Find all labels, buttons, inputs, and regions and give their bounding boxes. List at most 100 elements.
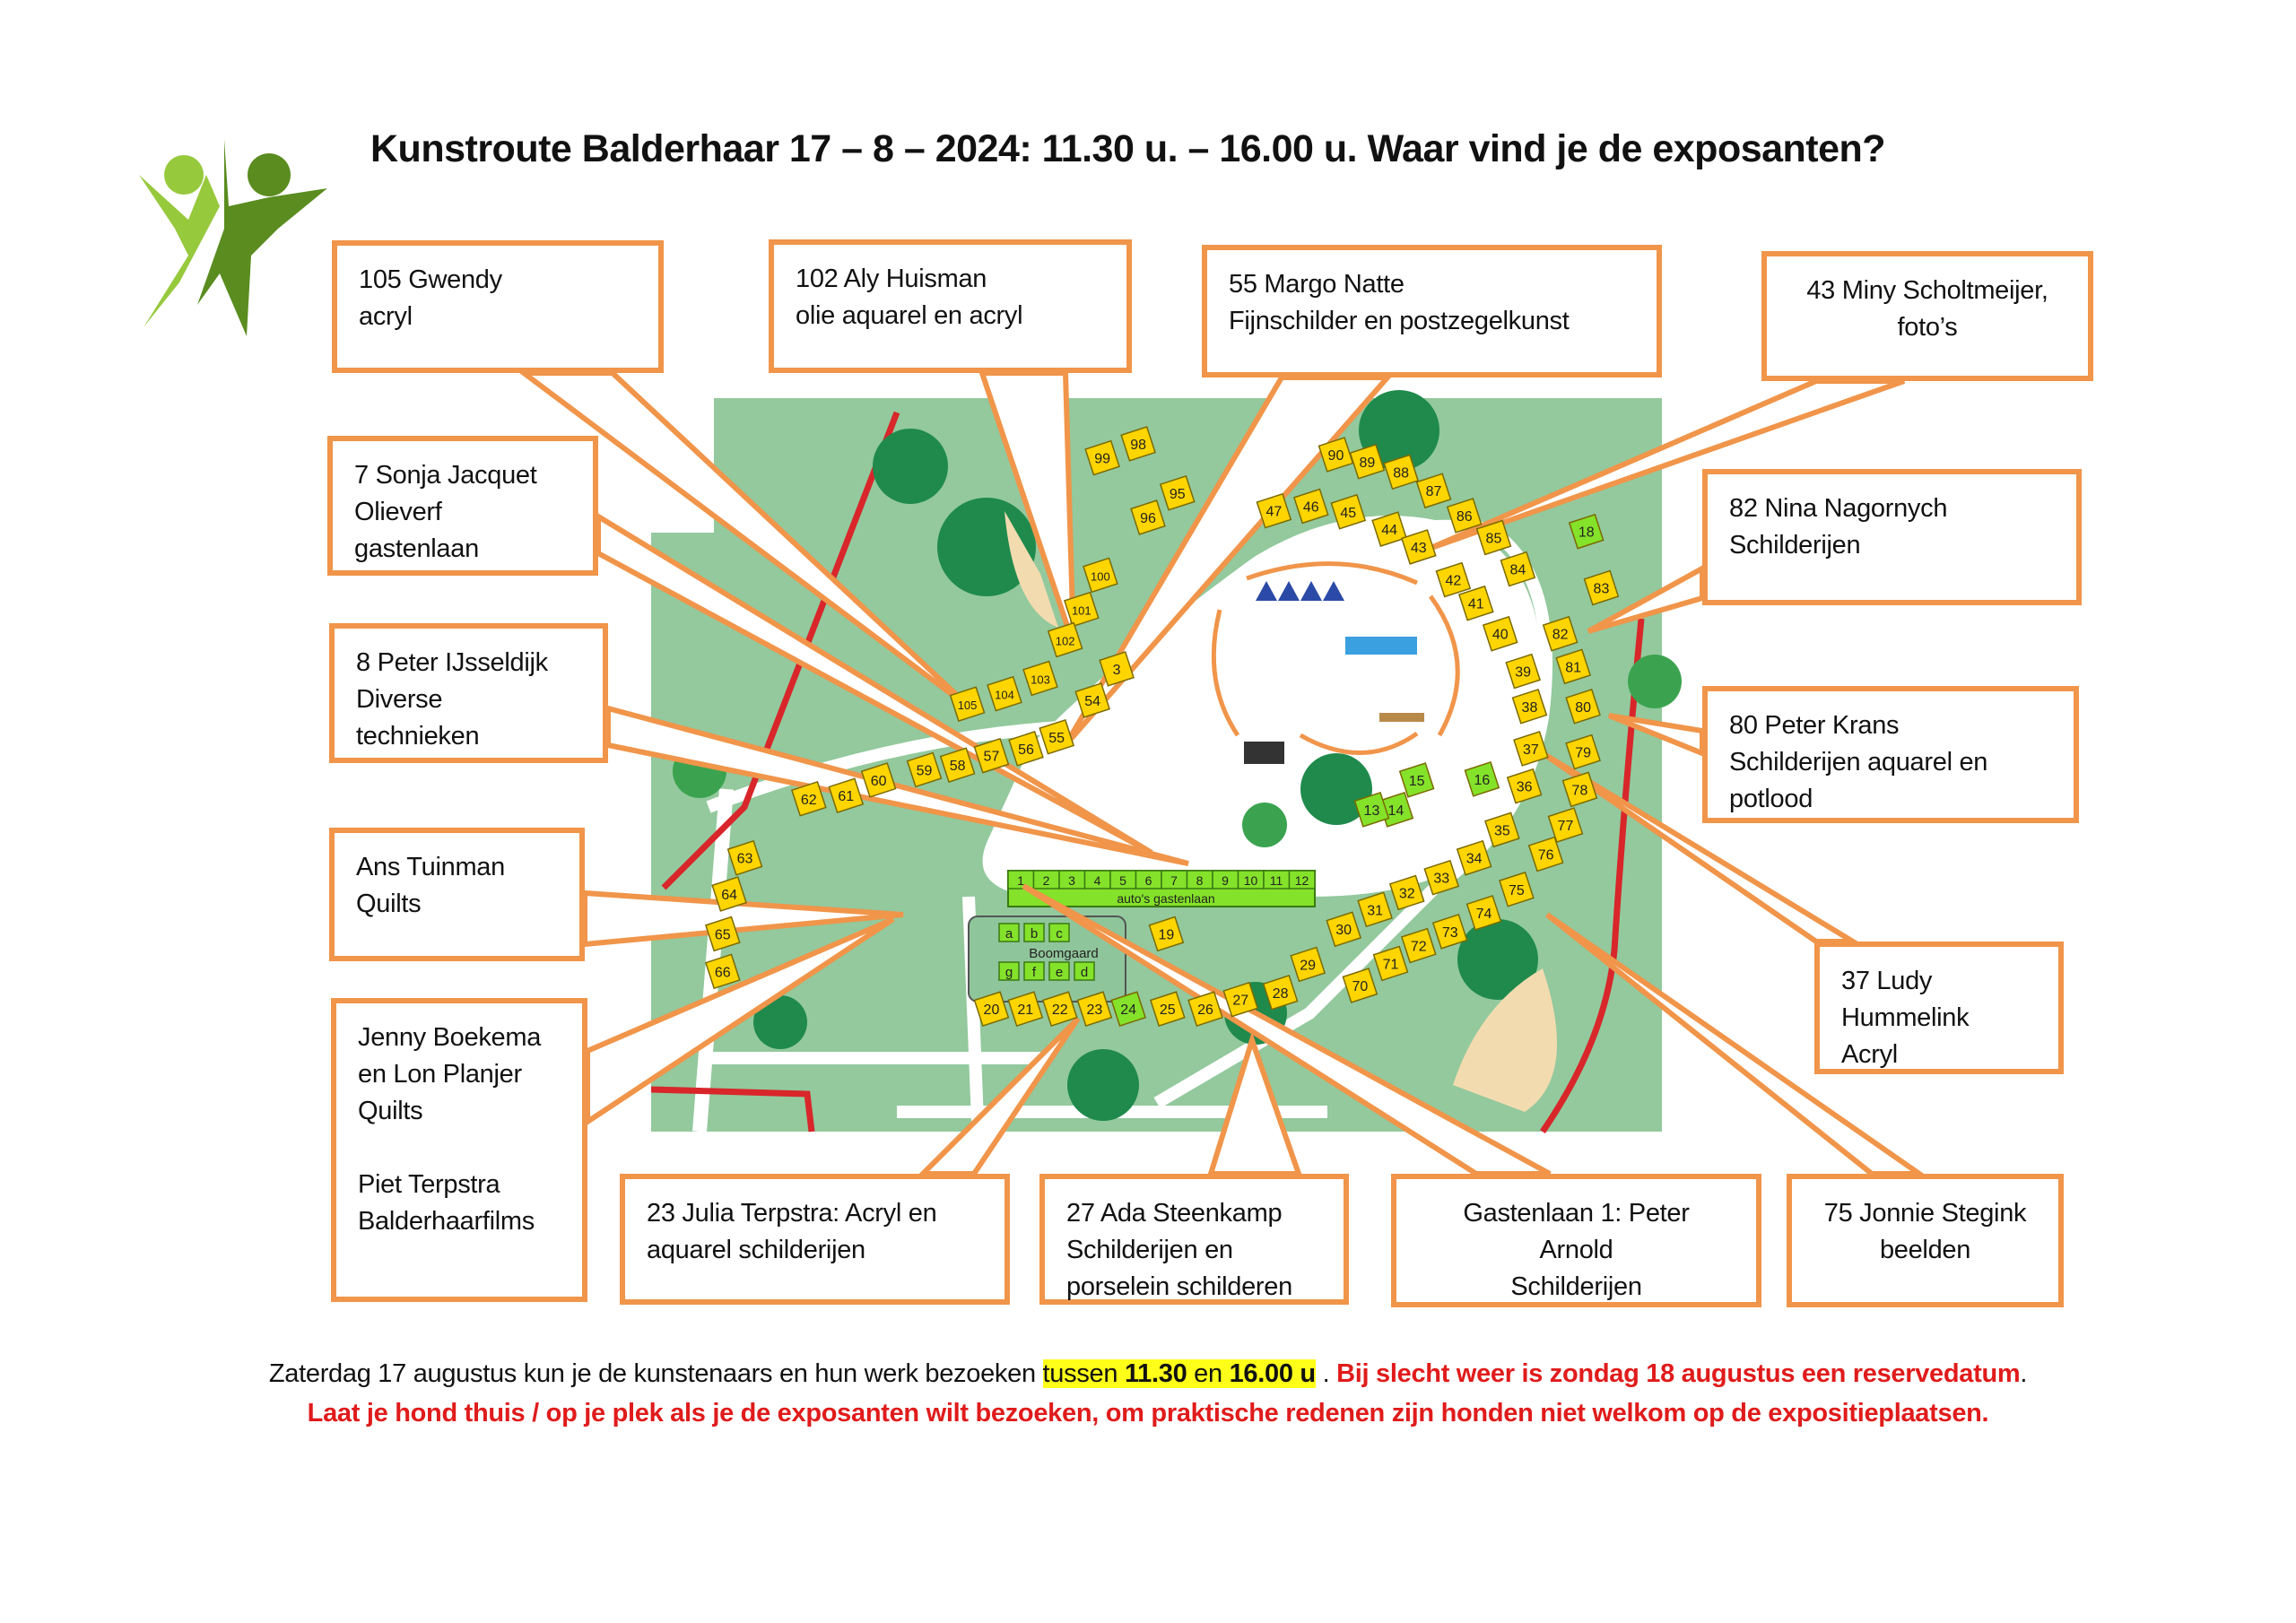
plot-81: 81 <box>1555 648 1592 685</box>
callout-line: olie aquarel en acryl <box>796 301 1023 330</box>
plot-65: 65 <box>704 916 741 952</box>
boomgaard-label: Boomgaard <box>1029 946 1099 961</box>
plot-number: 101 <box>1072 604 1091 618</box>
plot-32: 32 <box>1388 874 1425 911</box>
boomgaard-plot-g: g <box>998 961 1020 981</box>
callout-line: 55 Margo Natte <box>1229 270 1405 299</box>
plot-89: 89 <box>1349 443 1386 480</box>
callout-pointer-miny <box>1427 378 1905 551</box>
plot-number: 36 <box>1517 780 1533 795</box>
time-text: tussen <box>1042 1359 1125 1388</box>
plot-number: 19 <box>1158 927 1174 942</box>
plot-22: 22 <box>1041 991 1078 1027</box>
plot-number: 14 <box>1387 803 1404 819</box>
plot-number: 10 <box>1244 873 1258 888</box>
plot-98: 98 <box>1120 426 1156 462</box>
plot-number: 90 <box>1328 448 1344 464</box>
plot-40: 40 <box>1482 615 1518 652</box>
callout-line: technieken <box>356 722 480 751</box>
plot-number: 103 <box>1031 673 1050 686</box>
plot-18: 18 <box>1568 513 1605 550</box>
plot-95: 95 <box>1159 474 1196 511</box>
plot-number: 39 <box>1515 665 1531 681</box>
plot-number: 86 <box>1457 509 1473 525</box>
callout-pointer-gwendy <box>516 370 977 714</box>
plot-66: 66 <box>704 953 741 990</box>
plot-number: 75 <box>1509 883 1525 898</box>
callout-line: acryl <box>359 302 413 331</box>
plot-number: 16 <box>1474 773 1490 788</box>
callout-line: Schilderijen aquarel en <box>1729 748 1988 777</box>
plot-73: 73 <box>1431 914 1468 950</box>
callout-line: 27 Ada Steenkamp <box>1066 1199 1283 1228</box>
plot-letter: e <box>1056 965 1063 980</box>
callout-line: Schilderijen <box>1510 1272 1642 1301</box>
plot-26: 26 <box>1187 991 1223 1027</box>
callout-line: Balderhaarfilms <box>358 1207 535 1236</box>
plot-number: 23 <box>1086 1002 1102 1018</box>
plot-37: 37 <box>1513 731 1549 767</box>
plot-84: 84 <box>1500 551 1536 587</box>
plot-number: 65 <box>715 927 731 942</box>
plot-number: 62 <box>801 793 817 808</box>
plot-number: 4 <box>1094 873 1101 888</box>
plot-number: 29 <box>1300 958 1316 973</box>
plot-number: 9 <box>1222 873 1229 888</box>
plot-number: 42 <box>1445 574 1461 589</box>
plot-number: 74 <box>1476 907 1492 922</box>
plot-number: 43 <box>1411 541 1427 556</box>
plot-16: 16 <box>1464 761 1500 797</box>
plot-23: 23 <box>1076 991 1113 1027</box>
plot-28: 28 <box>1262 974 1299 1011</box>
plot-number: 102 <box>1056 635 1075 648</box>
boomgaard-plot-c: c <box>1048 923 1070 942</box>
plot-78: 78 <box>1561 771 1598 808</box>
plot-number: 30 <box>1335 923 1352 938</box>
plot-45: 45 <box>1330 493 1367 530</box>
plot-number: 59 <box>917 763 933 778</box>
plot-number: 34 <box>1466 852 1483 867</box>
plot-33: 33 <box>1423 859 1460 896</box>
callout-line: gastenlaan <box>354 534 479 563</box>
plot-number: 80 <box>1575 700 1591 716</box>
plot-82: 82 <box>1542 615 1578 652</box>
logo-icon <box>139 139 327 336</box>
plot-number: 83 <box>1594 581 1610 596</box>
callout-line: 7 Sonja Jacquet <box>354 461 537 490</box>
callout-line: Jenny Boekema <box>358 1023 542 1052</box>
plot-102: 102 <box>1047 621 1083 658</box>
callout-line: potlood <box>1729 785 1813 813</box>
callout-line: 23 Julia Terpstra: Acryl en <box>647 1199 937 1228</box>
plot-64: 64 <box>711 876 747 912</box>
plot-number: 60 <box>871 774 887 789</box>
plot-number: 40 <box>1492 628 1509 643</box>
time-highlight: tussen 11.30 en 16.00 u <box>1042 1359 1316 1388</box>
start-time: 11.30 <box>1124 1359 1187 1388</box>
plot-number: 78 <box>1572 783 1588 798</box>
plot-number: 105 <box>958 699 978 712</box>
plot-number: 11 <box>1270 873 1283 888</box>
callout-line: 82 Nina Nagornych <box>1729 494 1948 523</box>
plot-20: 20 <box>973 991 1010 1027</box>
plot-number: 58 <box>950 759 966 774</box>
plot-letter: c <box>1056 926 1063 942</box>
footer-notice: Zaterdag 17 augustus kun je de kunstenaa… <box>0 1354 2296 1433</box>
plot-number: 21 <box>1017 1002 1033 1018</box>
plot-number: 28 <box>1273 986 1289 1002</box>
gastenlaan-label: auto's gastenlaan <box>1117 891 1214 906</box>
plot-number: 45 <box>1340 506 1356 521</box>
plot-number: 38 <box>1522 700 1538 716</box>
callout-miny: 43 Miny Scholtmeijer,foto’s <box>1761 251 2093 381</box>
plot-103: 103 <box>1022 660 1058 697</box>
callout-line: foto’s <box>1897 313 1958 342</box>
plot-88: 88 <box>1383 454 1420 490</box>
plot-letter: b <box>1031 926 1038 942</box>
plot-86: 86 <box>1446 498 1483 534</box>
plot-number: 31 <box>1367 903 1383 918</box>
plot-number: 33 <box>1433 872 1449 887</box>
plot-number: 2 <box>1043 873 1050 888</box>
